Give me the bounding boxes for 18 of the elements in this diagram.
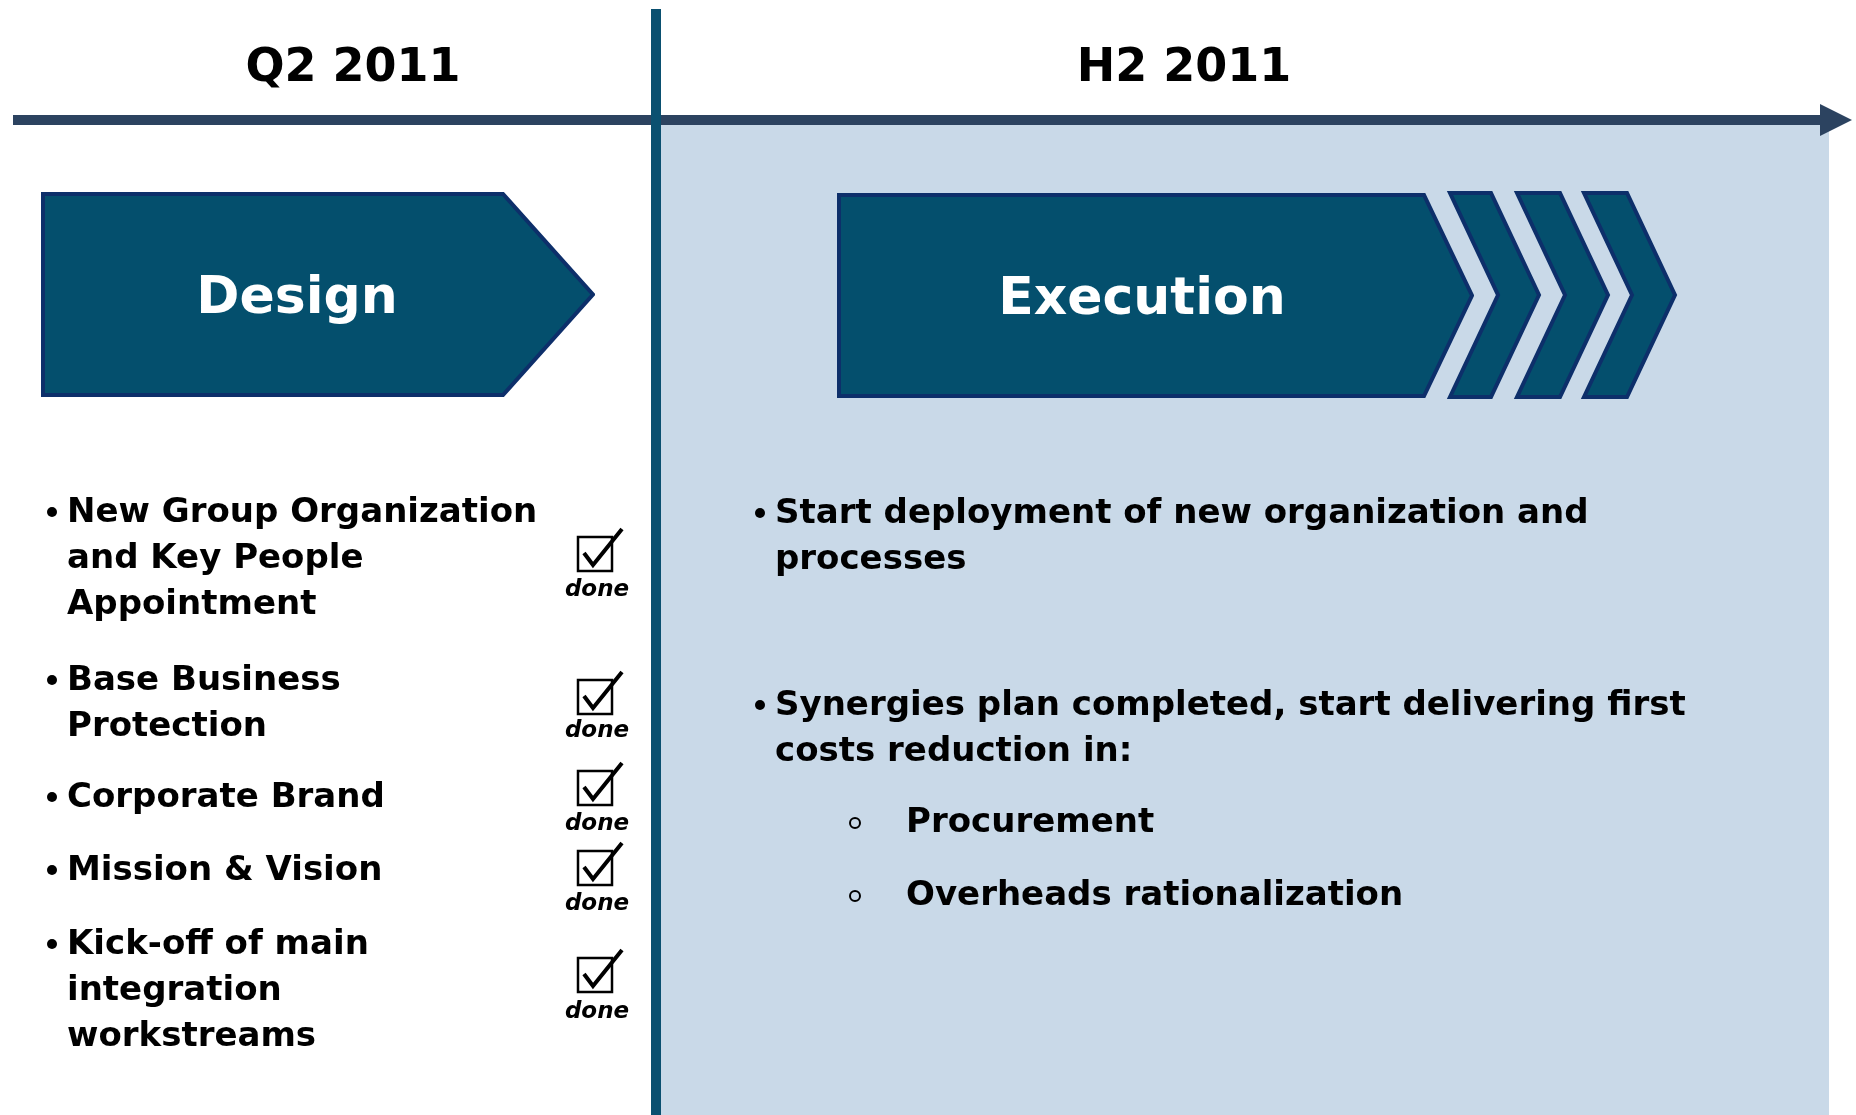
- period-heading: H2 2011: [1076, 38, 1292, 92]
- status-text: done: [564, 575, 630, 601]
- bullet-text: Kick-off of main integration workstreams: [67, 921, 370, 1056]
- sub-bullet-text: Overheads rationalization: [906, 872, 1404, 915]
- status-text: done: [564, 716, 630, 742]
- status-text: done: [564, 809, 630, 835]
- sub-bullet-text: Procurement: [906, 799, 1155, 842]
- status-text: done: [564, 997, 630, 1023]
- period-heading: Q2 2011: [245, 38, 461, 92]
- phase-title: Design: [196, 264, 398, 325]
- phase-title: Execution: [998, 265, 1286, 326]
- bullet-text: Mission & Vision: [67, 847, 383, 890]
- bullet-text: Start deployment of new organization and processes: [775, 490, 1590, 579]
- bullet-text: Synergies plan completed, start delivering first costs reduction in:: [775, 682, 1687, 771]
- bullet-text: New Group Organization and Key People Appointment: [67, 489, 539, 624]
- bullet-text: Base Business Protection: [67, 657, 342, 746]
- bullet-text: Corporate Brand: [67, 774, 385, 817]
- status-text: done: [564, 889, 630, 915]
